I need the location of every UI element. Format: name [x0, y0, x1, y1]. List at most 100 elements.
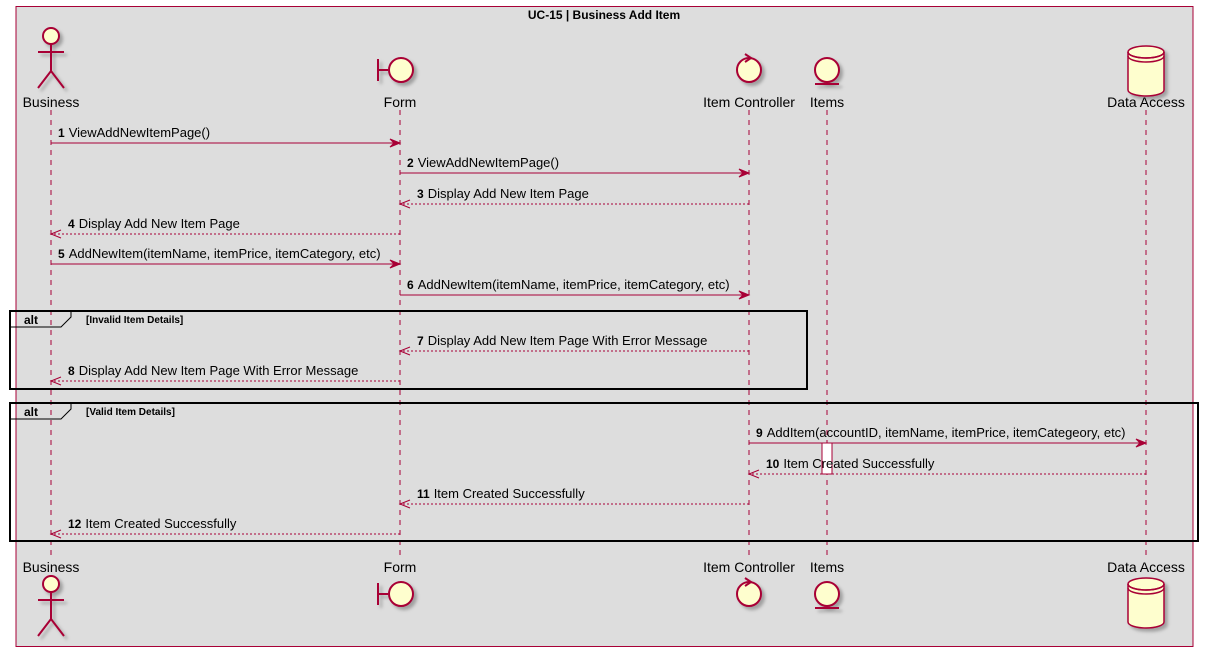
control-icon — [736, 577, 762, 607]
message-number: 12 — [68, 517, 82, 531]
fragments: alt [Invalid Item Details] alt [Valid Item … — [9, 310, 1199, 542]
message-text: Display Add New Item Page With Error Mes… — [79, 363, 359, 378]
message-label: 2 ViewAddNewItemPage() — [407, 155, 559, 170]
actor-icon — [37, 575, 65, 637]
arrow-head — [49, 529, 62, 539]
participant-items-top: Items — [810, 57, 844, 110]
participant-label: Items — [810, 559, 844, 575]
message-number: 6 — [407, 278, 414, 292]
entity-icon — [814, 581, 840, 609]
message-text: AddItem(accountID, itemName, itemPrice, … — [767, 425, 1126, 440]
fragment-tab — [9, 310, 72, 328]
arrow-head — [398, 499, 411, 509]
diagram-frame — [15, 6, 1194, 647]
message-number: 11 — [417, 487, 430, 501]
message-3: 3 Display Add New Item Page — [398, 186, 749, 209]
message-label: 11 Item Created Successfully — [417, 486, 585, 501]
message-number: 10 — [766, 457, 780, 471]
fragment-guard: [Valid Item Details] — [86, 407, 175, 418]
message-label: 1 ViewAddNewItemPage() — [58, 125, 210, 140]
fragment-tab — [9, 402, 72, 420]
alt-fragment: alt [Invalid Item Details] — [9, 310, 808, 390]
database-icon — [1127, 45, 1165, 97]
message-number: 1 — [58, 126, 65, 140]
participant-form-top: Form — [377, 57, 417, 110]
message-number: 9 — [756, 426, 763, 440]
participant-label: Items — [810, 94, 844, 110]
message-4: 4 Display Add New Item Page — [49, 216, 400, 239]
message-text: AddNewItem(itemName, itemPrice, itemCate… — [418, 277, 730, 292]
message-text: Display Add New Item Page — [79, 216, 240, 231]
message-text: Display Add New Item Page — [428, 186, 589, 201]
participant-label: Item Controller — [703, 559, 795, 575]
message-2: 2 ViewAddNewItemPage() — [400, 155, 751, 178]
participant-label: Business — [23, 94, 80, 110]
arrow-head — [389, 138, 402, 148]
boundary-icon — [377, 581, 414, 607]
message-text: Item Created Successfully — [434, 486, 586, 501]
message-1: 1 ViewAddNewItemPage() — [51, 125, 402, 148]
arrow-head — [747, 469, 760, 479]
participant-label: Data Access — [1107, 559, 1185, 575]
fragment-box — [9, 310, 808, 390]
message-number: 5 — [58, 247, 65, 261]
arrow-head — [738, 168, 751, 178]
participant-label: Form — [384, 559, 417, 575]
message-11: 11 Item Created Successfully — [398, 486, 749, 509]
entity-icon — [814, 57, 840, 85]
message-label: 9 AddItem(accountID, itemName, itemPrice,… — [756, 425, 1126, 440]
arrow-head — [398, 199, 411, 209]
message-text: Item Created Successfully — [85, 516, 237, 531]
participant-form-bottom: Form — [377, 559, 417, 607]
message-8: 8 Display Add New Item Page With Error Me… — [49, 363, 400, 386]
participant-items-bottom: Items — [810, 559, 844, 609]
arrow-head — [738, 290, 751, 300]
arrow-head — [49, 376, 62, 386]
lifelines — [50, 110, 1147, 558]
message-6: 6 AddNewItem(itemName, itemPrice, itemCat… — [400, 277, 751, 300]
participant-data-top: Data Access — [1107, 45, 1185, 110]
participant-label: Business — [23, 559, 80, 575]
arrow-head — [49, 229, 62, 239]
message-text: Item Created Successfully — [783, 456, 935, 471]
actor-icon — [37, 27, 65, 89]
message-9: 9 AddItem(accountID, itemName, itemPrice,… — [749, 425, 1148, 448]
participant-data-bottom: Data Access — [1107, 559, 1185, 629]
participant-label: Data Access — [1107, 94, 1185, 110]
alt-fragment: alt [Valid Item Details] — [9, 402, 1199, 542]
arrow-head — [1135, 438, 1148, 448]
message-label: 6 AddNewItem(itemName, itemPrice, itemCat… — [407, 277, 730, 292]
participant-business-bottom: Business — [23, 559, 80, 637]
message-number: 2 — [407, 156, 414, 170]
message-text: ViewAddNewItemPage() — [69, 125, 210, 140]
message-number: 3 — [417, 187, 424, 201]
message-label: 3 Display Add New Item Page — [417, 186, 589, 201]
message-text: Display Add New Item Page With Error Mes… — [428, 333, 708, 348]
message-text: ViewAddNewItemPage() — [418, 155, 559, 170]
participant-label: Item Controller — [703, 94, 795, 110]
diagram-title: UC-15 | Business Add Item — [528, 8, 680, 22]
message-label: 8 Display Add New Item Page With Error Me… — [68, 363, 358, 378]
message-number: 4 — [68, 217, 75, 231]
participant-controller-top: Item Controller — [703, 53, 795, 110]
participant-controller-bottom: Item Controller — [703, 559, 795, 607]
fragment-keyword: alt — [24, 405, 38, 419]
message-number: 8 — [68, 364, 75, 378]
participant-label: Form — [384, 94, 417, 110]
fragment-keyword: alt — [24, 313, 38, 327]
message-label: 4 Display Add New Item Page — [68, 216, 240, 231]
boundary-icon — [377, 57, 414, 83]
participant-business-top: Business — [23, 27, 80, 110]
fragment-guard: [Invalid Item Details] — [86, 315, 183, 326]
arrow-head — [389, 259, 402, 269]
